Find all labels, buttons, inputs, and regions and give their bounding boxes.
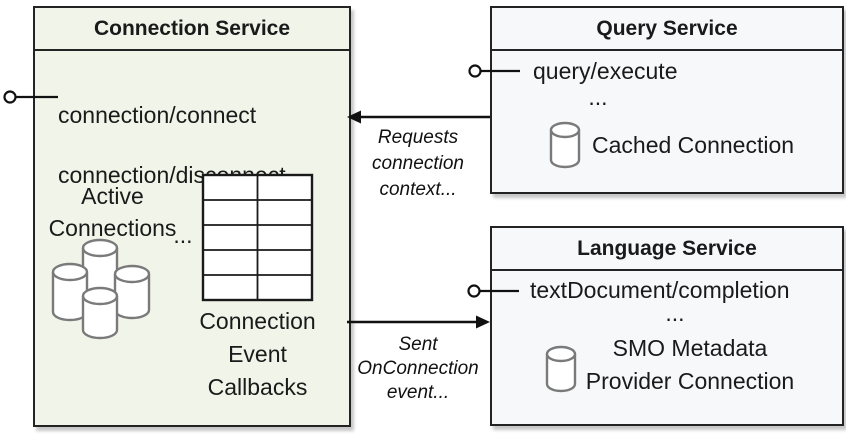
method-query-execute: query/execute bbox=[533, 58, 678, 84]
active-connections-label: Active Connections bbox=[48, 183, 177, 241]
language-service-box: Language Service textDocument/completion… bbox=[490, 226, 844, 426]
connection-service-title: Connection Service bbox=[35, 8, 349, 51]
language-service-title: Language Service bbox=[492, 228, 842, 271]
connection-service-box: Connection Service connection/connect co… bbox=[33, 6, 351, 427]
sent-onconnection-event-label: Sent OnConnection event... bbox=[357, 334, 479, 403]
connection-methods-list: connection/connect connection/disconnect… bbox=[58, 70, 308, 280]
language-methods-ellipsis: ... bbox=[665, 300, 685, 326]
arrowhead-right-icon bbox=[476, 315, 490, 329]
arrow-connection-to-language bbox=[347, 315, 490, 329]
smo-metadata-provider-connection-label: SMO Metadata Provider Connection bbox=[585, 335, 795, 394]
arrow-query-to-connection bbox=[347, 110, 490, 124]
cached-connection-label: Cached Connection bbox=[592, 132, 795, 158]
query-methods-ellipsis: ... bbox=[588, 84, 608, 110]
query-service-title: Query Service bbox=[492, 8, 842, 51]
query-service-box: Query Service query/execute ... Cached C… bbox=[490, 6, 844, 194]
method-textdocument-completion: textDocument/completion bbox=[530, 277, 790, 303]
requests-connection-context-label: Requests connection context... bbox=[372, 127, 464, 200]
method-connection-connect: connection/connect bbox=[58, 102, 257, 128]
connection-methods-ellipsis: ... bbox=[173, 222, 193, 248]
connection-event-callbacks-label: Connection Event Callbacks bbox=[199, 308, 316, 400]
